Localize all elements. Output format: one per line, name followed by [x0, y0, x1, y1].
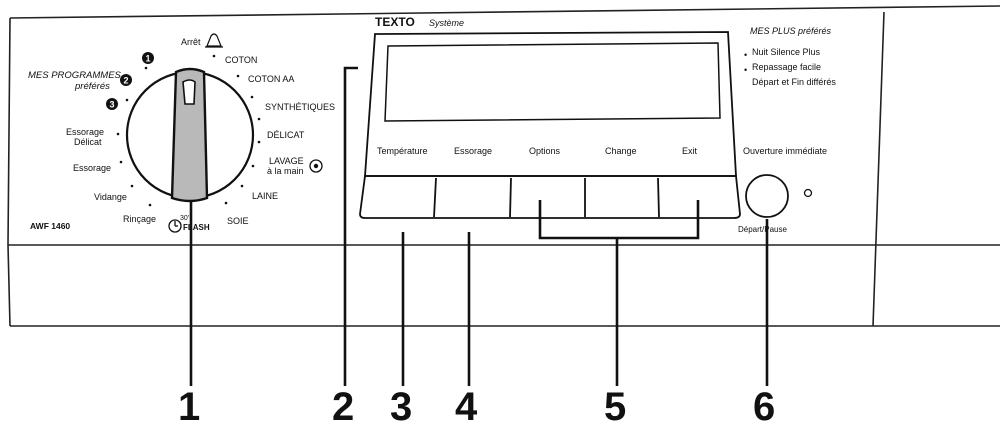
- status-led: [803, 188, 813, 198]
- button-label-exit: Exit: [682, 146, 698, 156]
- dial-label-flash-30: 30': [180, 215, 189, 222]
- fav-badge-3[interactable]: 3: [106, 98, 118, 110]
- fav-badge-2[interactable]: 2: [120, 74, 132, 86]
- button-bar: [359, 175, 741, 219]
- svg-text:3: 3: [109, 100, 114, 110]
- dial-label-flash: FLASH: [183, 223, 210, 232]
- mes-plus-item-1: Nuit Silence Plus: [752, 47, 821, 57]
- essorage-button[interactable]: [437, 178, 509, 216]
- dial-label-laine: LAINE: [252, 191, 278, 201]
- depart-pause-label: Départ/Pause: [738, 225, 787, 234]
- programmes-label: MES PROGRAMMES: [28, 70, 122, 81]
- model-label: AWF 1460: [30, 221, 70, 231]
- depart-pause-button[interactable]: [745, 174, 789, 218]
- svg-text:1: 1: [145, 54, 150, 64]
- dial-label-rincage: Rinçage: [123, 214, 156, 224]
- callout-5: 5: [604, 385, 626, 426]
- button-label-options: Options: [529, 146, 561, 156]
- dial-label-coton-aa: COTON AA: [248, 74, 294, 84]
- programmes-label-2: préférés: [74, 81, 110, 92]
- timer-icon: [168, 219, 182, 233]
- brand-title: TEXTO: [375, 15, 415, 29]
- dial-ticks: [116, 54, 261, 207]
- dial-label-vidange: Vidange: [94, 192, 127, 202]
- bell-icon: [205, 33, 223, 48]
- dial-label-lavage-2: à la main: [267, 166, 304, 176]
- dial-label-synthetiques: SYNTHÉTIQUES: [265, 102, 335, 112]
- dial-label-essorage: Essorage: [73, 163, 111, 173]
- change-button[interactable]: [586, 178, 658, 216]
- ouverture-label: Ouverture immédiate: [743, 146, 827, 156]
- callout-1: 1: [178, 385, 200, 426]
- dial-label-lavage: LAVAGE: [269, 156, 304, 166]
- dial-label-essorage-delicat-2: Délicat: [74, 137, 102, 147]
- mes-plus-title: MES PLUS préférés: [750, 26, 832, 36]
- hand-wash-icon: [309, 159, 323, 173]
- callout-4: 4: [455, 385, 478, 426]
- fav-badge-1[interactable]: 1: [142, 52, 154, 64]
- callout-3: 3: [390, 385, 412, 426]
- dial-knob[interactable]: [170, 67, 209, 203]
- dial-label-arret: Arrêt: [181, 37, 201, 47]
- button-dividers: [433, 177, 660, 218]
- panel-outline: [7, 5, 1001, 327]
- program-dial[interactable]: [116, 54, 261, 207]
- options-button[interactable]: [512, 178, 584, 216]
- mes-plus-bullet-1: •: [744, 50, 747, 60]
- brand-subtitle: Système: [429, 18, 464, 28]
- dial-label-soie: SOIE: [227, 216, 249, 226]
- callout-2: 2: [332, 385, 354, 426]
- mes-plus-item-3: Départ et Fin différés: [752, 77, 836, 87]
- dial-label-essorage-delicat: Essorage: [66, 127, 104, 137]
- button-label-essorage: Essorage: [454, 146, 492, 156]
- mes-plus-bullet-2: •: [744, 65, 747, 75]
- lcd-screen: [392, 50, 714, 114]
- svg-text:2: 2: [123, 76, 128, 86]
- button-label-change: Change: [605, 146, 637, 156]
- dial-label-delicat: DÉLICAT: [267, 130, 305, 140]
- callout-6: 6: [753, 385, 775, 426]
- temperature-button[interactable]: [366, 178, 434, 216]
- leader-lines: [189, 66, 769, 386]
- dial-label-coton: COTON: [225, 55, 257, 65]
- mes-plus-item-2: Repassage facile: [752, 62, 821, 72]
- button-label-temperature: Température: [377, 146, 428, 156]
- dial-pointer: [182, 79, 196, 105]
